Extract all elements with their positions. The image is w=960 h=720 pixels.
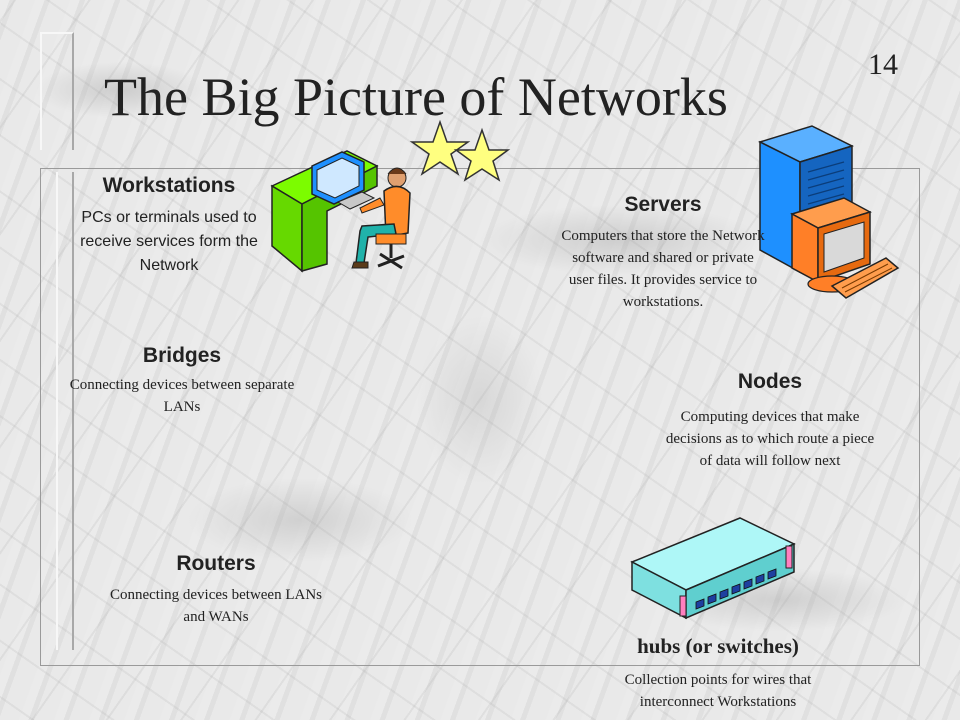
workstations-heading: Workstations	[102, 174, 236, 197]
hubs-section: hubs (or switches) Collection points for…	[588, 634, 848, 713]
bridges-section: Bridges Connecting devices between separ…	[66, 344, 298, 418]
page-number: 14	[868, 48, 898, 81]
slide-title: The Big Picture of Networks	[104, 67, 728, 127]
decorative-bar-top	[40, 32, 74, 150]
workstation-desk-icon	[270, 150, 411, 273]
nodes-heading: Nodes	[737, 370, 803, 393]
routers-section: Routers Connecting devices between LANs …	[100, 552, 332, 628]
star-icon	[409, 119, 511, 182]
servers-section: Servers Computers that store the Network…	[558, 193, 768, 313]
servers-description: Computers that store the Network softwar…	[561, 228, 765, 310]
nodes-description: Computing devices that make decisions as…	[665, 409, 875, 469]
routers-description: Connecting devices between LANs and WANs	[109, 587, 323, 625]
hub-device-icon	[630, 517, 796, 620]
server-tower-icon	[757, 125, 900, 299]
nodes-section: Nodes Computing devices that make decisi…	[660, 370, 880, 472]
hubs-description: Collection points for wires that interco…	[624, 672, 812, 710]
workstations-section: Workstations PCs or terminals used to re…	[66, 174, 272, 278]
routers-heading: Routers	[176, 552, 256, 575]
bridges-heading: Bridges	[142, 344, 222, 367]
workstations-description: PCs or terminals used to receive service…	[80, 209, 258, 274]
hubs-heading: hubs (or switches)	[637, 634, 799, 658]
bridges-description: Connecting devices between separate LANs	[69, 377, 295, 415]
servers-heading: Servers	[624, 193, 702, 216]
decorative-bar-main	[56, 172, 74, 650]
